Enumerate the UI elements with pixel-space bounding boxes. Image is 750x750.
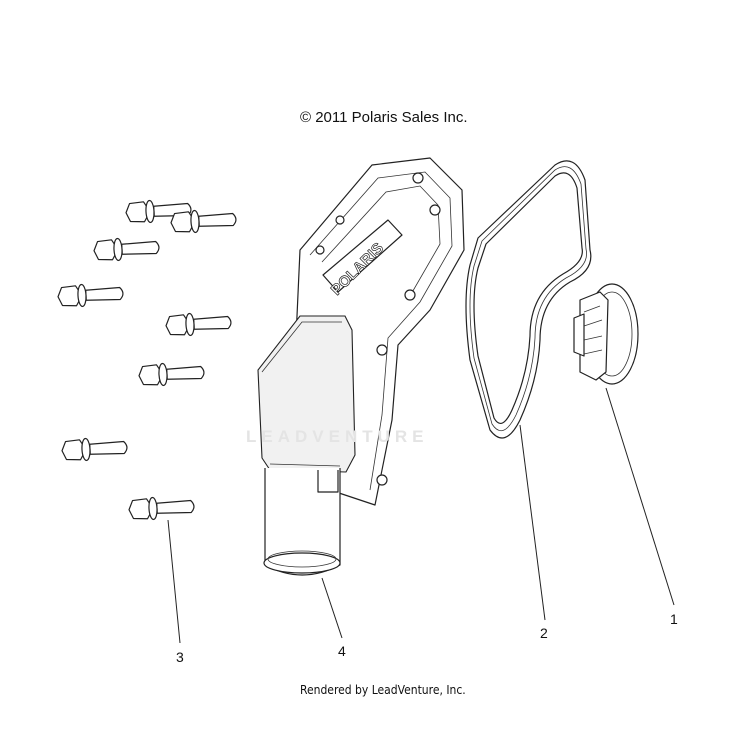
- leader-line-4: [321, 577, 343, 639]
- copyright-notice: © 2011 Polaris Sales Inc.: [300, 109, 468, 126]
- callout-1: 1: [670, 611, 678, 627]
- bolt-2: [170, 209, 237, 234]
- leader-line-3: [167, 519, 181, 644]
- bolt-4: [57, 283, 124, 308]
- callout-2: 2: [540, 625, 548, 641]
- bolt-3: [93, 237, 160, 262]
- impeller: [573, 283, 639, 385]
- callout-4: 4: [338, 643, 346, 659]
- rendered-by-footer: Rendered by LeadVenture, Inc.: [300, 683, 466, 697]
- bolt-6: [138, 362, 205, 387]
- bolt-7: [61, 437, 128, 462]
- bolt-5: [165, 312, 232, 337]
- callout-3: 3: [176, 649, 184, 665]
- outlet-spout: [257, 315, 356, 576]
- watermark: LEADVENTURE: [246, 427, 429, 446]
- gasket: [465, 160, 592, 439]
- leader-line-1: [605, 387, 675, 606]
- bolt-8: [128, 496, 195, 521]
- leader-line-2: [519, 424, 546, 621]
